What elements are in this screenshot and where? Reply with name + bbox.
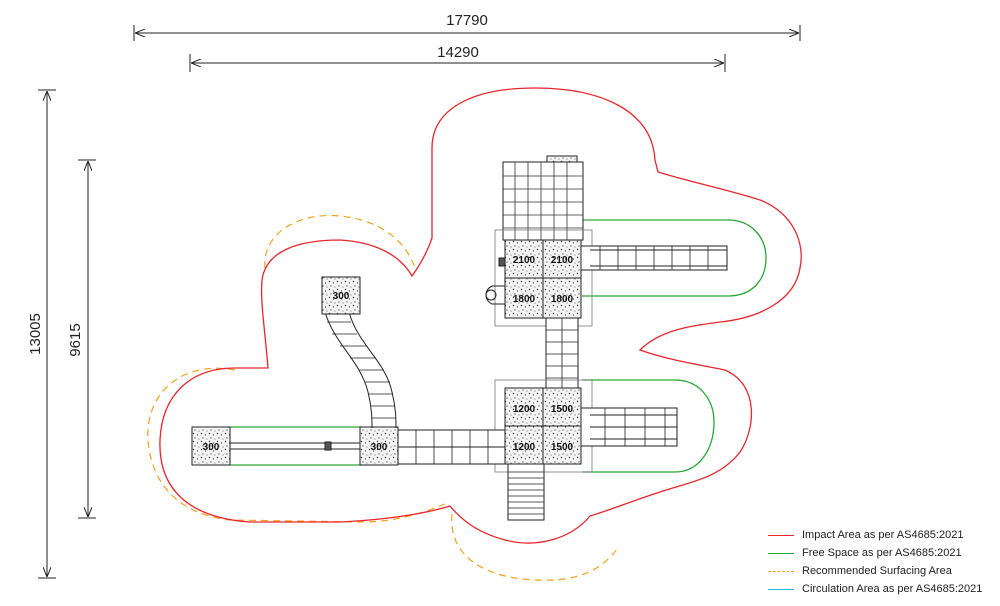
deck-1500-top [542, 387, 582, 427]
access-ladder [507, 463, 545, 521]
climbing-net-frame [502, 155, 584, 241]
deck-300-top [321, 276, 361, 315]
dimension-equipment-depth: 9615 [67, 159, 96, 519]
curved-climber [324, 311, 397, 429]
lower-slide [580, 407, 678, 447]
deck-label: 1800 [551, 294, 574, 305]
free-space-areas [230, 219, 767, 473]
deck-1500-bottom [542, 425, 582, 465]
deck-label: 1500 [551, 404, 574, 415]
dimension-overall-width: 17790 [133, 12, 801, 41]
dimension-overall-depth: 13005 [27, 89, 56, 579]
deck-1200-top [504, 387, 544, 427]
deck-300-left [191, 426, 231, 466]
legend-item-circulation-area: Circulation Area as per AS4685:2021 [768, 580, 1000, 598]
upper-slide [580, 245, 728, 271]
deck-1800-right [542, 277, 582, 319]
deck-2100-right [542, 239, 582, 279]
legend-swatch [768, 552, 794, 554]
impact-area-outline [159, 87, 802, 544]
balance-beam [230, 441, 360, 451]
deck-label: 1800 [513, 294, 536, 305]
deck-label: 300 [371, 442, 388, 453]
dimension-equipment-depth-label: 9615 [67, 323, 84, 356]
deck-label: 2100 [551, 255, 574, 266]
deck-label: 1200 [513, 442, 536, 453]
deck-label: 1500 [551, 442, 574, 453]
legend-swatch [768, 534, 794, 536]
dimension-equipment-width-label: 14290 [437, 44, 479, 61]
recommended-surfacing-area [147, 214, 619, 581]
tower-link-ladder [545, 317, 579, 389]
legend-label: Impact Area as per AS4685:2021 [802, 529, 964, 541]
legend: Impact Area as per AS4685:2021 Free Spac… [768, 526, 1000, 598]
dimension-equipment-width: 14290 [189, 44, 726, 72]
deck-label: 2100 [513, 255, 536, 266]
legend-swatch [768, 570, 794, 572]
legend-label: Recommended Surfacing Area [802, 565, 952, 577]
legend-swatch [768, 588, 794, 590]
dimension-overall-width-label: 17790 [446, 12, 488, 29]
legend-item-impact-area: Impact Area as per AS4685:2021 [768, 526, 1000, 544]
dimension-overall-depth-label: 13005 [27, 313, 44, 355]
legend-item-surfacing-area: Recommended Surfacing Area [768, 562, 1000, 580]
play-equipment [191, 155, 728, 521]
deck-300-middle [359, 426, 399, 466]
deck-1800-left [504, 277, 544, 319]
legend-label: Free Space as per AS4685:2021 [802, 547, 962, 559]
deck-label: 1200 [513, 404, 536, 415]
legend-item-free-space: Free Space as per AS4685:2021 [768, 544, 1000, 562]
legend-label: Circulation Area as per AS4685:2021 [802, 583, 983, 595]
connecting-bridge [397, 429, 506, 465]
deck-label: 300 [203, 442, 220, 453]
deck-label: 300 [333, 291, 350, 302]
side-panel-fitting [485, 257, 506, 305]
deck-labels: 2100 2100 1800 1800 1200 1500 1200 1500 … [203, 255, 574, 453]
